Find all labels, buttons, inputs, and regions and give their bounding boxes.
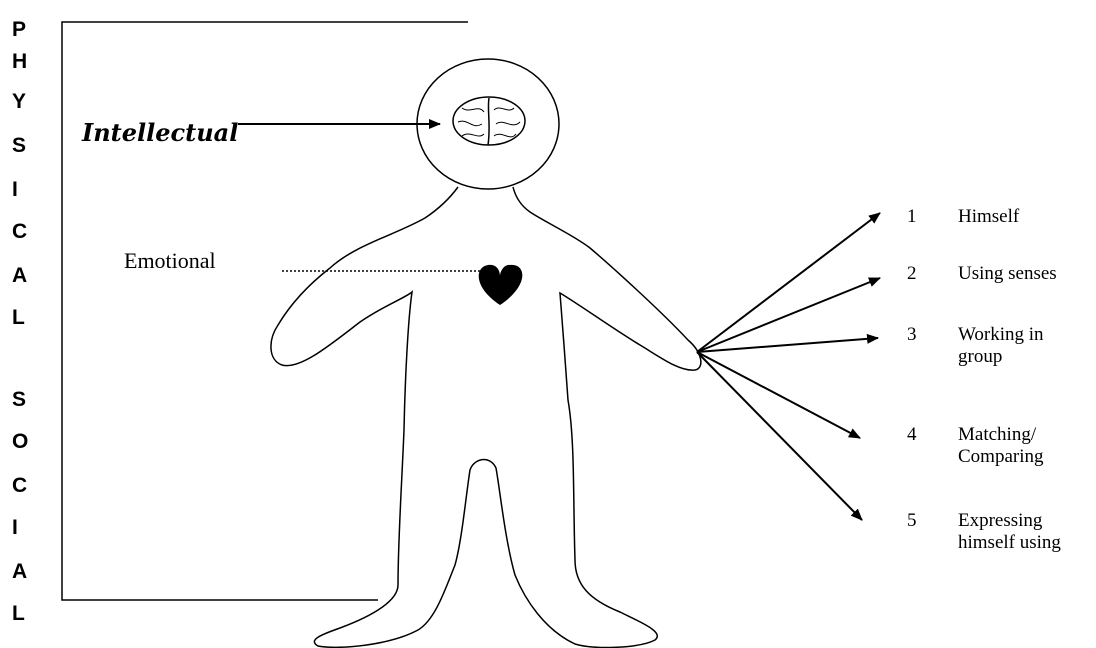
intellectual-label: Intellectual [82, 118, 239, 147]
side-letter: Y [12, 90, 27, 113]
side-letter: H [12, 50, 28, 73]
item-text: Using senses [958, 263, 1057, 284]
arrow-1 [696, 212, 881, 353]
emotional-label: Emotional [124, 248, 216, 273]
item-text: Expressing himself using [958, 510, 1061, 553]
item-text: Working in group [958, 324, 1044, 367]
side-letter: S [12, 388, 27, 411]
item-number: 5 [907, 510, 917, 531]
item-number: 4 [907, 424, 917, 445]
side-letter: I [12, 178, 18, 201]
side-letter: P [12, 18, 27, 41]
side-letter: C [12, 474, 28, 497]
arrow-4 [696, 351, 861, 439]
side-letter: A [12, 264, 28, 287]
item-number: 3 [907, 324, 917, 345]
arrow-3 [696, 333, 879, 353]
bracket [61, 21, 468, 601]
side-letter: S [12, 134, 27, 157]
side-letter: L [12, 602, 25, 625]
side-letter: O [12, 430, 29, 453]
body-outline [270, 186, 702, 648]
heart-icon [478, 264, 523, 305]
arrow-2 [696, 277, 881, 353]
item-text: Himself [958, 206, 1020, 227]
brain-icon [452, 96, 526, 146]
item-number: 1 [907, 206, 917, 227]
item-text: Matching/ Comparing [958, 424, 1044, 467]
side-letter: A [12, 560, 28, 583]
side-letter: I [12, 516, 18, 539]
item-number: 2 [907, 263, 917, 284]
arrow-5 [696, 351, 863, 521]
side-letter: L [12, 306, 25, 329]
side-letter: C [12, 220, 28, 243]
